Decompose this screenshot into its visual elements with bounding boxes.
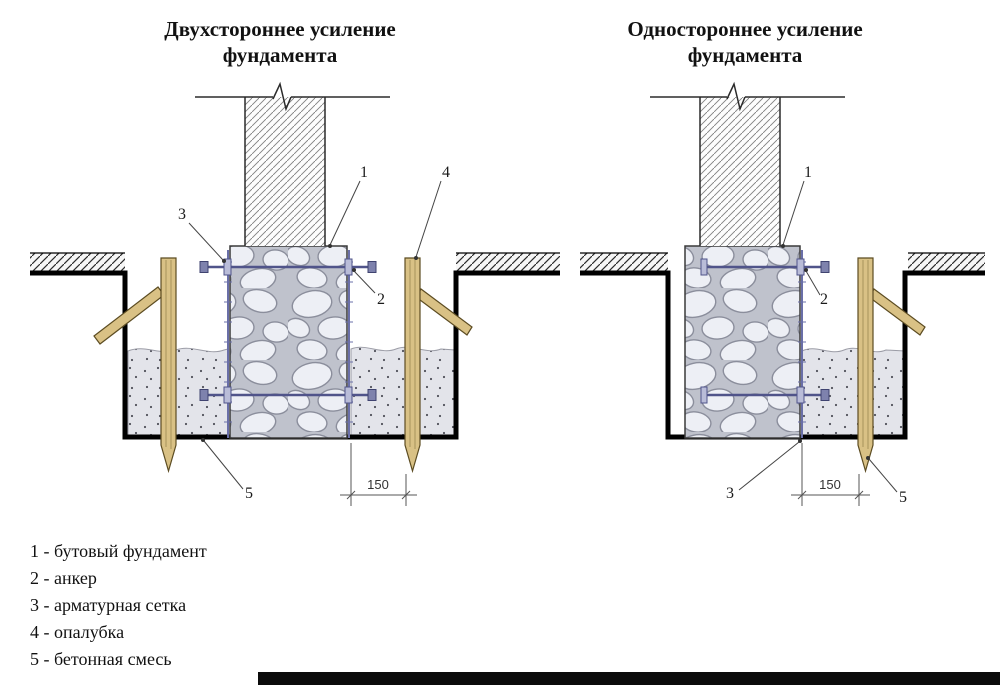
legend-item-2: 2 - анкер [30, 568, 97, 588]
soil-hatch-left [30, 253, 125, 273]
rubble-foundation [684, 245, 801, 439]
right-title-line1: Одностороннее усиление [627, 17, 863, 41]
callout-3-left: 3 [178, 206, 186, 223]
stake-left-grain [165, 260, 172, 449]
anchor-rod-upper [700, 258, 830, 276]
callout-5-right: 5 [899, 489, 907, 506]
left-title-line1: Двухстороннее усиление [164, 17, 396, 41]
callout-5-left: 5 [245, 485, 253, 502]
bottom-bar [258, 672, 1000, 685]
anchor-rod-lower [700, 386, 830, 404]
legend-item-3: 3 - арматурная сетка [30, 595, 187, 615]
dimension-150-left [340, 443, 417, 506]
right-diagram-title: Одностороннее усиление фундамента [555, 16, 935, 68]
callout-2-left: 2 [377, 291, 385, 308]
callout-leaders-left [188, 180, 442, 490]
anchor-rod-lower [199, 386, 377, 404]
left-diagram: 150 1 2 3 4 5 [30, 81, 560, 506]
right-diagram: 150 1 2 3 5 [580, 81, 985, 506]
soil-hatch-left [580, 253, 668, 273]
concrete-mix-left [127, 347, 229, 439]
left-title-line2: фундамента [222, 43, 338, 67]
dimension-150-right [791, 443, 870, 506]
dimension-label-right: 150 [819, 477, 841, 492]
callout-3-right: 3 [726, 485, 734, 502]
callout-4-left: 4 [442, 164, 450, 181]
soil-hatch-right [908, 253, 985, 273]
callout-1-left: 1 [360, 164, 368, 181]
wall-column [245, 97, 325, 246]
callout-dots-left [201, 244, 418, 442]
dimension-label-left: 150 [367, 477, 389, 492]
stake-brace-right [415, 288, 473, 336]
wall-break-symbol [726, 81, 746, 112]
callout-2-right: 2 [820, 291, 828, 308]
legend: 1 - бутовый фундамент 2 - анкер 3 - арма… [30, 538, 207, 673]
callout-leaders-right [738, 180, 898, 493]
legend-item-5: 5 - бетонная смесь [30, 649, 172, 669]
wall-break-symbol [272, 81, 292, 112]
anchor-rod-upper [199, 258, 377, 276]
formwork-stake-left [160, 257, 177, 474]
concrete-mix-right [350, 346, 456, 439]
callout-dots-right [781, 244, 870, 460]
concrete-mix [801, 347, 906, 439]
stake-grain [862, 260, 869, 449]
rubble-foundation [229, 245, 348, 439]
legend-item-1: 1 - бутовый фундамент [30, 541, 207, 561]
stake-right-grain [409, 260, 416, 449]
stake-brace [868, 288, 926, 336]
wall-column [700, 97, 780, 246]
callout-1-right: 1 [804, 164, 812, 181]
left-diagram-title: Двухстороннее усиление фундамента [90, 16, 470, 68]
legend-item-4: 4 - опалубка [30, 622, 125, 642]
formwork-stake-right [404, 257, 421, 474]
soil-hatch-right [456, 253, 560, 273]
stake-brace-left [93, 286, 165, 345]
formwork-stake [857, 257, 874, 474]
right-title-line2: фундамента [687, 43, 803, 67]
